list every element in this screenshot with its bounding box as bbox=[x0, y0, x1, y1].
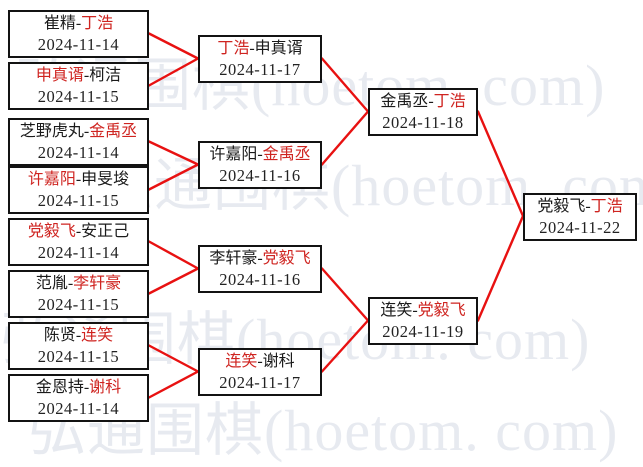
name-separator: - bbox=[257, 353, 263, 370]
match-players: 金禹丞-丁浩 bbox=[370, 91, 476, 112]
name-separator: - bbox=[585, 198, 591, 215]
player-name: 丁浩 bbox=[217, 40, 250, 57]
player-name: 金禹丞 bbox=[380, 93, 429, 110]
match-players: 丁浩-申真谞 bbox=[200, 38, 320, 59]
match-box-sf-2: 连笑-党毅飞 2024-11-19 bbox=[368, 297, 478, 345]
match-players: 党毅飞-丁浩 bbox=[525, 196, 635, 217]
player-name: 党毅飞 bbox=[417, 302, 466, 319]
name-separator: - bbox=[75, 223, 82, 240]
match-box-r1-5: 党毅飞-安正己 2024-11-14 bbox=[8, 218, 149, 266]
match-box-r1-7: 陈贤-连笑 2024-11-15 bbox=[8, 322, 149, 370]
match-players: 连笑-党毅飞 bbox=[370, 300, 476, 321]
name-separator: - bbox=[67, 275, 74, 292]
match-players: 陈贤-连笑 bbox=[10, 325, 147, 346]
name-separator: - bbox=[83, 67, 90, 84]
player-name: 连笑 bbox=[81, 327, 114, 344]
match-date: 2024-11-19 bbox=[382, 322, 464, 341]
name-separator: - bbox=[75, 15, 82, 32]
match-players: 许嘉阳-申旻埈 bbox=[10, 169, 147, 190]
name-separator: - bbox=[249, 40, 255, 57]
name-separator: - bbox=[428, 93, 434, 110]
match-box-r1-8: 金恩持-谢科 2024-11-14 bbox=[8, 374, 149, 422]
name-separator: - bbox=[83, 123, 90, 140]
player-name: 申旻埈 bbox=[81, 171, 130, 188]
player-name: 谢科 bbox=[89, 379, 122, 396]
match-players: 申真谞-柯洁 bbox=[10, 65, 147, 86]
player-name: 金恩持 bbox=[35, 379, 84, 396]
match-box-r2-4: 连笑-谢科 2024-11-17 bbox=[198, 348, 322, 396]
player-name: 丁浩 bbox=[590, 198, 623, 215]
match-box-r1-2: 申真谞-柯洁 2024-11-15 bbox=[8, 62, 149, 110]
player-name: 金禹丞 bbox=[262, 146, 311, 163]
match-box-r2-2: 许嘉阳-金禹丞 2024-11-16 bbox=[198, 141, 322, 189]
player-name: 丁浩 bbox=[433, 93, 466, 110]
match-box-r1-6: 范胤-李轩豪 2024-11-15 bbox=[8, 270, 149, 318]
player-name: 崔精 bbox=[43, 15, 76, 32]
player-name: 范胤 bbox=[35, 275, 68, 292]
match-date: 2024-11-17 bbox=[219, 60, 301, 79]
player-name: 许嘉阳 bbox=[27, 171, 76, 188]
player-name: 谢科 bbox=[262, 353, 295, 370]
match-box-r2-3: 李轩豪-党毅飞 2024-11-16 bbox=[198, 245, 322, 293]
player-name: 陈贤 bbox=[43, 327, 76, 344]
match-date: 2024-11-14 bbox=[37, 35, 120, 54]
match-players: 芝野虎丸-金禹丞 bbox=[10, 121, 147, 142]
player-name: 安正己 bbox=[81, 223, 130, 240]
match-date: 2024-11-22 bbox=[539, 218, 621, 237]
match-players: 党毅飞-安正己 bbox=[10, 221, 147, 242]
name-separator: - bbox=[257, 146, 263, 163]
match-date: 2024-11-15 bbox=[37, 295, 120, 314]
match-players: 连笑-谢科 bbox=[200, 351, 320, 372]
match-date: 2024-11-14 bbox=[37, 143, 120, 162]
match-date: 2024-11-16 bbox=[219, 166, 301, 185]
player-name: 申真谞 bbox=[35, 67, 84, 84]
player-name: 连笑 bbox=[225, 353, 258, 370]
player-name: 党毅飞 bbox=[27, 223, 76, 240]
match-date: 2024-11-15 bbox=[37, 347, 120, 366]
match-date: 2024-11-18 bbox=[382, 113, 464, 132]
player-name: 丁浩 bbox=[81, 15, 114, 32]
name-separator: - bbox=[412, 302, 418, 319]
match-players: 范胤-李轩豪 bbox=[10, 273, 147, 294]
player-name: 连笑 bbox=[380, 302, 413, 319]
match-date: 2024-11-16 bbox=[219, 270, 301, 289]
match-box-r1-3: 芝野虎丸-金禹丞 2024-11-14 bbox=[8, 118, 149, 166]
player-name: 芝野虎丸 bbox=[19, 123, 84, 140]
player-name: 申真谞 bbox=[254, 40, 303, 57]
match-date: 2024-11-15 bbox=[37, 87, 120, 106]
match-players: 崔精-丁浩 bbox=[10, 13, 147, 34]
name-separator: - bbox=[75, 327, 82, 344]
tournament-bracket: { "separator": "-", "colors": { "line_re… bbox=[0, 10, 643, 463]
name-separator: - bbox=[75, 171, 82, 188]
player-name: 党毅飞 bbox=[262, 250, 311, 267]
match-players: 金恩持-谢科 bbox=[10, 377, 147, 398]
match-box-final: 党毅飞-丁浩 2024-11-22 bbox=[523, 193, 637, 241]
match-date: 2024-11-14 bbox=[37, 243, 120, 262]
player-name: 柯洁 bbox=[89, 67, 122, 84]
match-box-r1-4: 许嘉阳-申旻埈 2024-11-15 bbox=[8, 166, 149, 214]
player-name: 许嘉阳 bbox=[209, 146, 258, 163]
player-name: 金禹丞 bbox=[89, 123, 138, 140]
match-date: 2024-11-17 bbox=[219, 373, 301, 392]
match-date: 2024-11-15 bbox=[37, 191, 120, 210]
player-name: 党毅飞 bbox=[537, 198, 586, 215]
match-box-r2-1: 丁浩-申真谞 2024-11-17 bbox=[198, 35, 322, 83]
match-date: 2024-11-14 bbox=[37, 399, 120, 418]
player-name: 李轩豪 bbox=[209, 250, 258, 267]
match-players: 许嘉阳-金禹丞 bbox=[200, 144, 320, 165]
name-separator: - bbox=[257, 250, 263, 267]
match-players: 李轩豪-党毅飞 bbox=[200, 248, 320, 269]
match-box-r1-1: 崔精-丁浩 2024-11-14 bbox=[8, 10, 149, 58]
bracket-connector-lines bbox=[147, 32, 525, 399]
player-name: 李轩豪 bbox=[73, 275, 122, 292]
match-box-sf-1: 金禹丞-丁浩 2024-11-18 bbox=[368, 88, 478, 136]
name-separator: - bbox=[83, 379, 90, 396]
